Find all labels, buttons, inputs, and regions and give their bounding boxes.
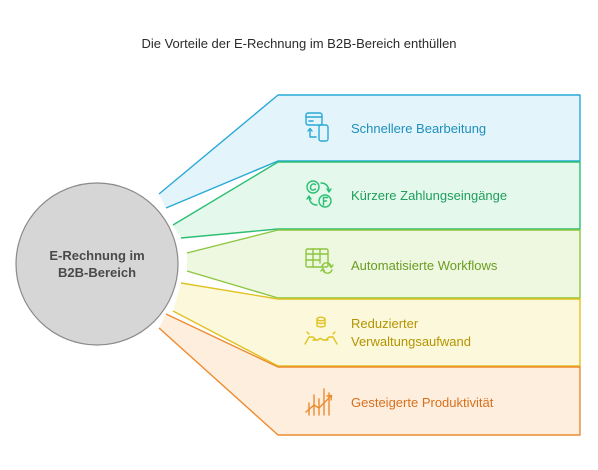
table-refresh-icon (305, 248, 334, 274)
benefit-item: Gesteigerte Produktivität (158, 313, 581, 436)
benefit-label: Verwaltungsaufwand (351, 334, 471, 349)
diagram-title: Die Vorteile der E-Rechnung im B2B-Berei… (141, 36, 456, 51)
benefit-item: Schnellere Bearbeitung (158, 94, 581, 209)
benefit-item: Kürzere Zahlungseingänge (172, 161, 581, 239)
center-label-line2: B2B-Bereich (58, 265, 136, 280)
benefit-item: Reduzierter Verwaltungsaufwand (172, 282, 581, 367)
benefit-item: Automatisierte Workflows (186, 229, 581, 299)
benefit-shape (172, 161, 581, 239)
currency-exchange-icon (306, 180, 332, 208)
center-label-line1: E-Rechnung im (49, 248, 144, 263)
benefit-items: Schnellere Bearbeitung Kürzere Zahlungse… (158, 94, 581, 436)
benefit-shape (158, 94, 581, 209)
benefit-shape (186, 229, 581, 299)
growth-chart-icon (305, 388, 333, 416)
benefit-label: Reduzierter (351, 316, 419, 331)
benefit-shape (172, 282, 581, 367)
coins-hands-icon (304, 316, 338, 345)
benefit-label: Kürzere Zahlungseingänge (351, 188, 507, 203)
benefit-shape (158, 313, 581, 436)
center-node: E-Rechnung im B2B-Bereich (15, 182, 179, 346)
benefit-label: Automatisierte Workflows (351, 258, 498, 273)
benefit-label: Gesteigerte Produktivität (351, 395, 494, 410)
benefit-label: Schnellere Bearbeitung (351, 121, 486, 136)
invoice-to-phone-icon (305, 112, 329, 142)
center-circle (15, 182, 179, 346)
